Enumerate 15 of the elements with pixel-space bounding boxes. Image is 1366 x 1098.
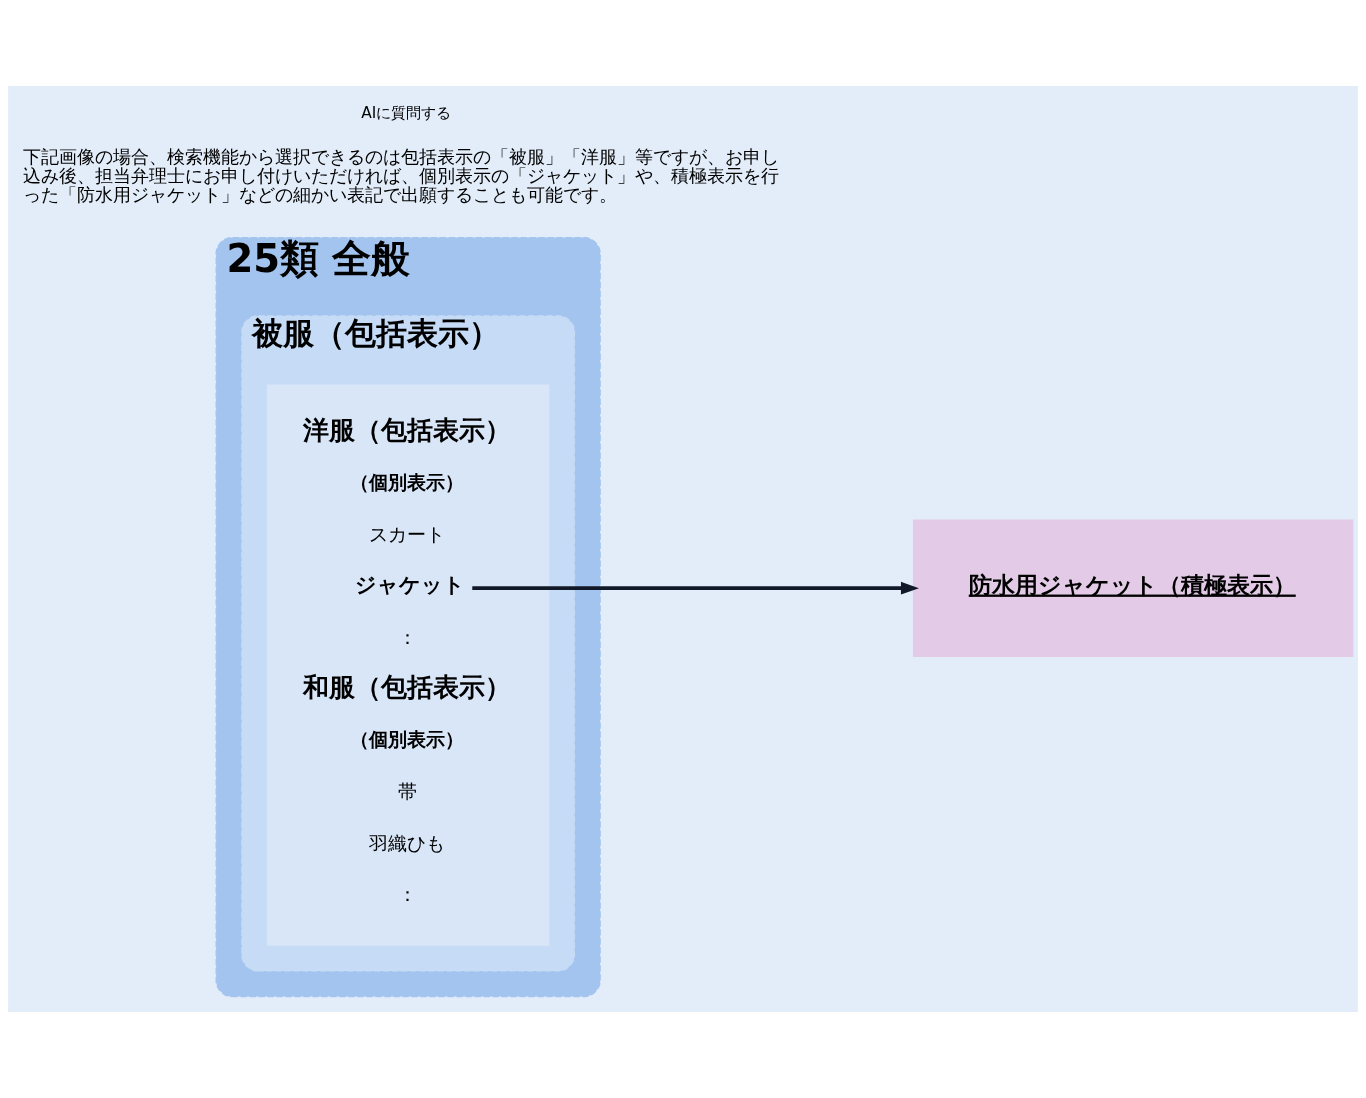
label: （個別表示） — [349, 727, 464, 751]
node-text: ジャケット — [354, 572, 465, 597]
label: AIに質問する — [361, 104, 452, 123]
arrow — [472, 581, 919, 595]
label: ： — [397, 626, 417, 650]
cluster — [266, 384, 550, 946]
label: （個別表示） — [349, 470, 464, 494]
label: 帯 — [397, 780, 417, 804]
label: 和服（包括表示） — [303, 672, 512, 703]
label: スカート — [368, 523, 445, 547]
label: ： — [397, 882, 417, 906]
node-box: 防水用ジャケット（積極表示） — [912, 519, 1354, 657]
label: 下記画像の場合、検索機能から選択できるのは包括表示の「被服」「洋服」等ですが、お申し込み後、担当弁理士にお申し付けいただければ、個別表示の「ジャケット」や、積極表示を行った「防水用ジャケット」などの細かい表記で出願することも可能です。 — [23, 145, 780, 206]
label: 洋服（包括表示） — [303, 415, 512, 446]
label: 羽織ひも — [368, 831, 445, 855]
